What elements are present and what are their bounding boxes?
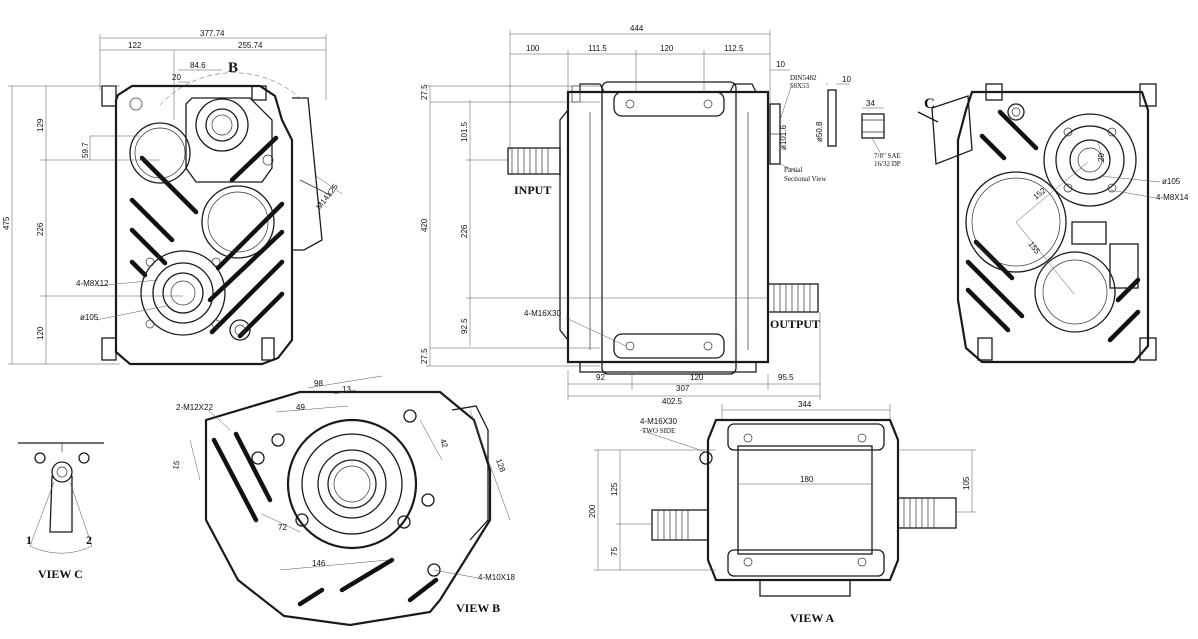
view-b: 2-M12X22 4-M10X18 98 13 49 42 128 15 72 … xyxy=(171,375,515,627)
side-h-bot: 27.5 xyxy=(420,348,429,364)
side-h-top: 27.5 xyxy=(420,84,429,100)
front-view: 377.74 122 255.74 84.6 20 B 475 129 226 … xyxy=(2,29,343,366)
view-b-title: VIEW B xyxy=(456,601,500,615)
view-b-d98: 98 xyxy=(314,379,323,388)
output-label: OUTPUT xyxy=(770,317,820,331)
front-height-mid: 226 xyxy=(36,222,45,236)
view-a-d105: 105 xyxy=(962,476,971,490)
view-a-overall-width: 344 xyxy=(798,400,812,409)
front-overall-width: 377.74 xyxy=(200,29,225,38)
view-a-d125: 125 xyxy=(610,482,619,496)
side-h-mid: 226 xyxy=(460,224,469,238)
view-a-two-side: TWO SIDE xyxy=(642,427,675,435)
side-b5: 402.5 xyxy=(662,397,683,406)
front-right-width: 255.74 xyxy=(238,41,263,50)
front-height-total: 475 xyxy=(2,216,11,230)
side-w2: 120 xyxy=(660,44,674,53)
front-left-width: 122 xyxy=(128,41,142,50)
side-overall-width: 444 xyxy=(630,24,644,33)
side-partial-1: Partial xyxy=(784,166,802,174)
view-b-callout-m10: 4-M10X18 xyxy=(478,573,515,582)
view-a-callout-m16: 4-M16X30 xyxy=(640,417,677,426)
view-a-d180: 180 xyxy=(800,475,814,484)
view-a-right-shaft xyxy=(897,497,957,529)
spline-dim-10: 10 xyxy=(842,75,851,84)
front-callout-dia: ø105 xyxy=(80,313,99,322)
spline-note-2: 16/32 DP xyxy=(874,160,901,168)
side-h-total: 420 xyxy=(420,218,429,232)
input-shaft xyxy=(507,147,561,175)
spline-detail: 10 34 ø50.8 7/8" SAE 16/32 DP xyxy=(815,75,901,168)
side-h-a: 101.5 xyxy=(460,121,469,142)
view-b-d49: 49 xyxy=(296,403,305,412)
view-a-left-shaft xyxy=(651,509,709,541)
side-dia-101: ø101.6 xyxy=(779,125,788,150)
front-callout-m8: 4-M8X12 xyxy=(76,279,109,288)
side-b2: 120 xyxy=(690,373,704,382)
side-b1: 92 xyxy=(596,373,605,382)
side-w1: 111.5 xyxy=(588,44,607,53)
output-shaft xyxy=(767,283,819,313)
front-ribs xyxy=(129,135,285,339)
view-b-d72: 72 xyxy=(278,523,287,532)
input-label: INPUT xyxy=(514,183,551,197)
spline-dim-34: 34 xyxy=(866,99,875,108)
view-c-pos-2: 2 xyxy=(86,533,92,547)
view-a-d200: 200 xyxy=(588,504,597,518)
side-h-b: 92.5 xyxy=(460,318,469,334)
side-din-note-1: DIN5482 xyxy=(790,74,817,82)
side-w4: 10 xyxy=(776,60,785,69)
side-b3: 307 xyxy=(676,384,690,393)
side-partial-2: Sectional View xyxy=(784,175,827,183)
spline-note-1: 7/8" SAE xyxy=(874,152,901,160)
view-a-title: VIEW A xyxy=(790,611,834,625)
view-b-d13: 13 xyxy=(342,385,351,394)
side-b4: 95.5 xyxy=(778,373,794,382)
view-b-marker: B xyxy=(228,60,238,76)
front-offset-b: 20 xyxy=(172,73,181,82)
view-c-pos-1: 1 xyxy=(26,533,32,547)
view-b-d146: 146 xyxy=(312,559,326,568)
front-small-height: 59.7 xyxy=(81,142,90,158)
view-b-d42: 42 xyxy=(438,438,450,450)
rear-view: C ø105 4-M8X14 20 152 155 xyxy=(917,83,1189,364)
view-c-marker: C xyxy=(924,96,935,112)
view-a-d75: 75 xyxy=(610,547,619,556)
spline-dia-50: ø50.8 xyxy=(815,121,824,142)
side-left-offset: 100 xyxy=(526,44,540,53)
view-b-d15: 15 xyxy=(171,459,182,470)
side-din-note-2: 58X53 xyxy=(790,82,810,90)
front-height-bot: 120 xyxy=(36,326,45,340)
view-b-callout-m12: 2-M12X22 xyxy=(176,403,213,412)
front-height-top: 129 xyxy=(36,118,45,132)
front-offset-a: 84.6 xyxy=(190,61,206,70)
rear-callout-m8: 4-M8X14 xyxy=(1156,193,1189,202)
view-b-d128: 128 xyxy=(494,458,507,474)
rear-dim-20: 20 xyxy=(1097,153,1106,162)
rear-dim-155: 155 xyxy=(1026,240,1042,256)
side-callout-m16: 4-M16X30 xyxy=(524,309,561,318)
view-c-title: VIEW C xyxy=(38,567,83,581)
side-view: 444 100 111.5 120 112.5 10 27.5 101.5 42… xyxy=(420,24,827,406)
side-w3: 112.5 xyxy=(724,44,744,53)
rear-dim-152: 152 xyxy=(1032,186,1048,202)
view-a: 344 4-M16X30 TWO SIDE 180 200 125 75 105… xyxy=(588,400,976,625)
rear-dia-105: ø105 xyxy=(1162,177,1181,186)
view-c: 1 2 VIEW C xyxy=(18,442,104,581)
